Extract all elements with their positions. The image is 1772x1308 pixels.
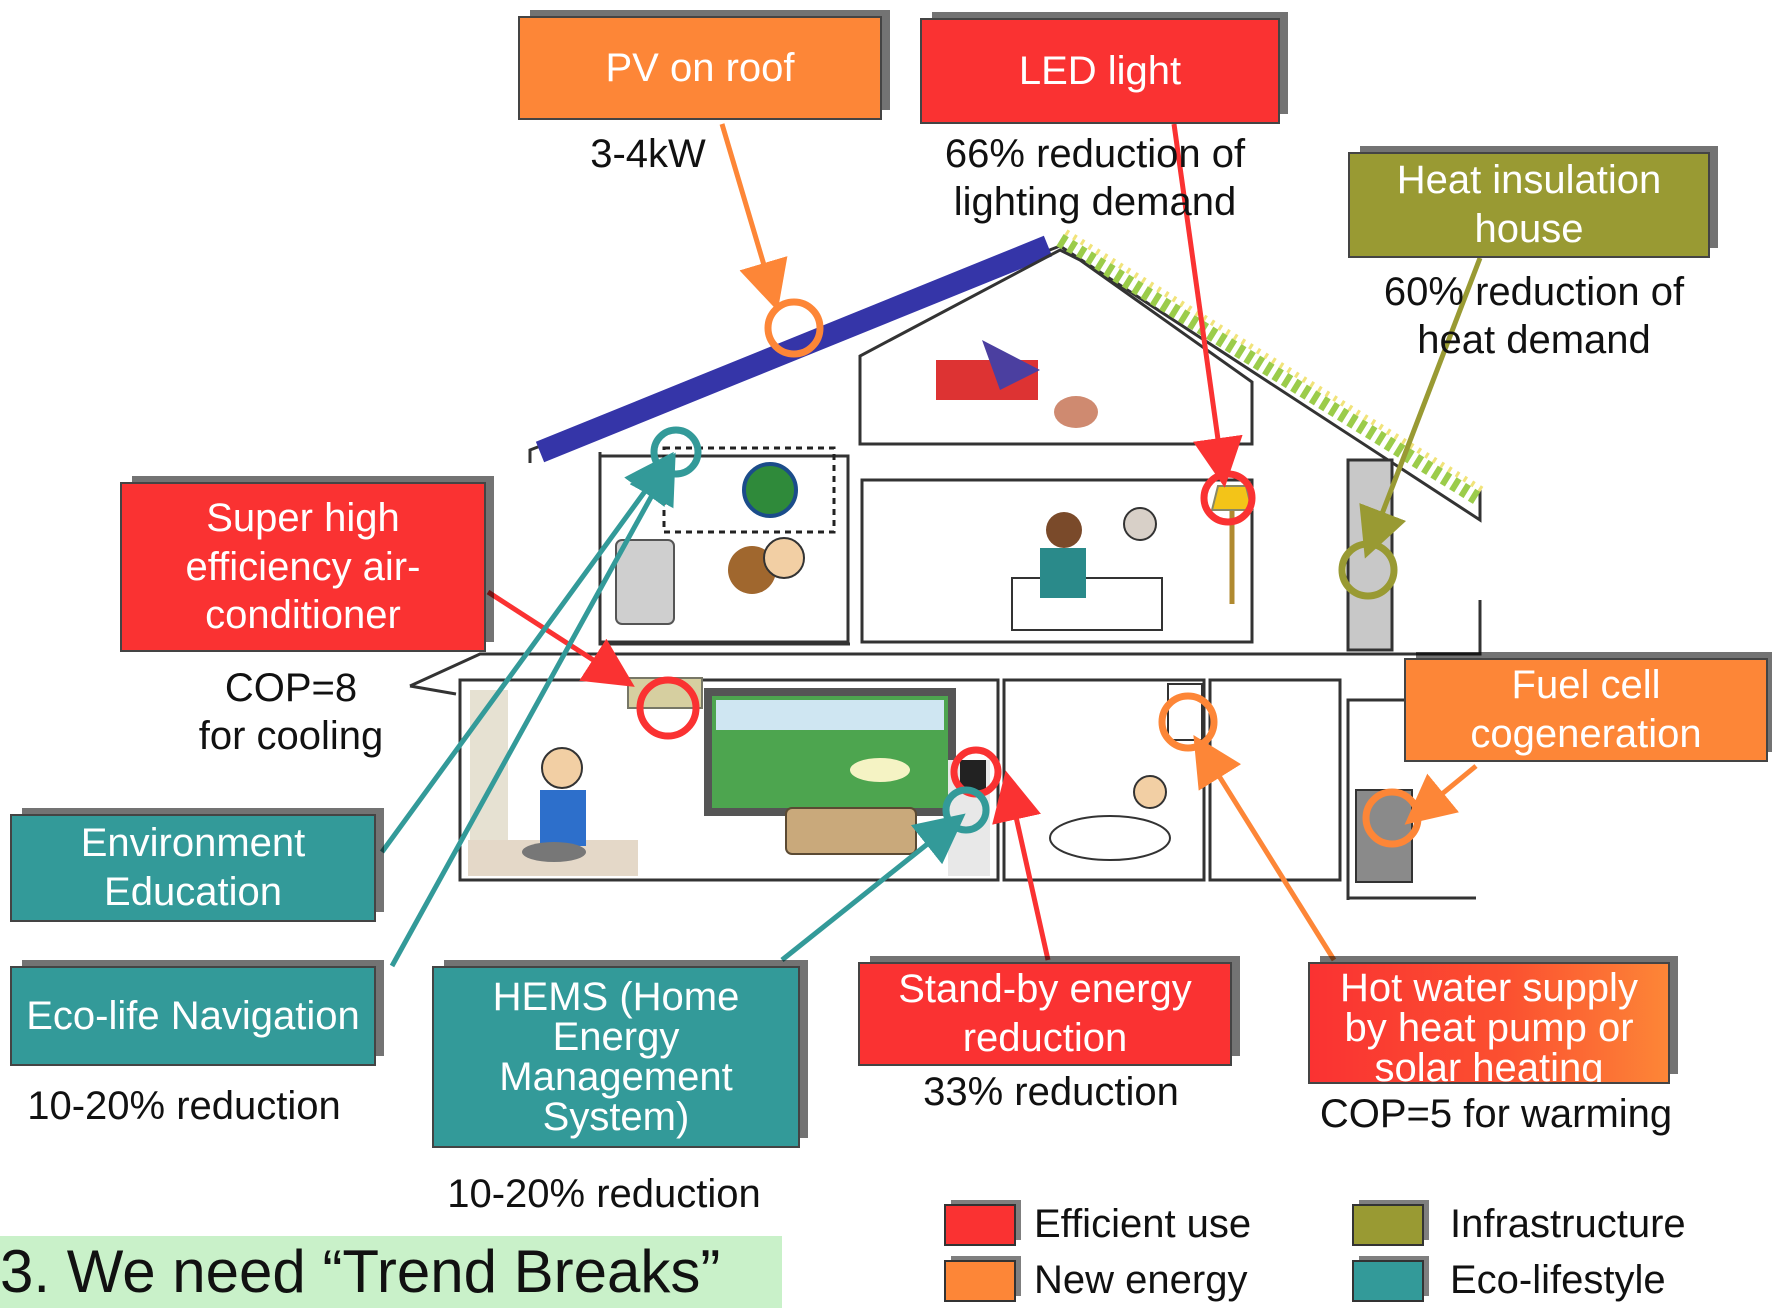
cook-apron — [540, 790, 586, 846]
aircon-note: COP=8 for cooling — [198, 666, 384, 758]
bed — [1011, 577, 1163, 631]
legend-swatch-infrastructure — [1352, 1204, 1424, 1246]
aircon-box: Super high efficiency air- conditioner — [120, 482, 486, 652]
child — [763, 537, 805, 579]
fuel-cell-unit — [1355, 789, 1413, 883]
garden-fountain — [850, 758, 910, 782]
cook-head — [541, 747, 583, 789]
standby-arrow — [992, 770, 1051, 961]
pv-arrow — [719, 123, 788, 312]
env-edu-box: Environment Education — [10, 814, 376, 922]
pv-label: PV on roof — [605, 45, 795, 90]
legend-label-infrastructure: Infrastructure — [1450, 1202, 1686, 1246]
green-roof — [1056, 234, 1484, 506]
aircon-label: Super high efficiency air- conditioner — [185, 495, 421, 638]
standby-box: Stand-by energy reduction — [858, 962, 1232, 1066]
insulation-note: 60% reduction of heat demand — [1383, 270, 1685, 362]
side-room — [1208, 678, 1342, 882]
robot — [615, 539, 675, 625]
wok — [522, 842, 586, 862]
insulation-label: Heat insulation house — [1396, 158, 1662, 251]
legend-label-new-energy: New energy — [1034, 1258, 1248, 1302]
fuelcell-label: Fuel cell cogeneration — [1470, 663, 1702, 756]
standby-note: 33% reduction — [923, 1070, 1179, 1114]
hotwater-box: Hot water supply by heat pump or solar h… — [1308, 962, 1670, 1084]
hems-arrow — [780, 813, 966, 962]
legend-label-efficient: Efficient use — [1034, 1202, 1252, 1246]
insulation-arrow — [1359, 257, 1483, 559]
aircon-circle — [636, 676, 700, 740]
pv-circle — [764, 298, 824, 358]
standby-label: Stand-by energy reduction — [898, 967, 1192, 1060]
bedroom — [860, 478, 1254, 644]
led-label: LED light — [1018, 48, 1182, 93]
hems-note: 10-20% reduction — [447, 1172, 761, 1216]
legend-swatch-new-energy — [944, 1260, 1016, 1302]
hems-box: HEMS (Home Energy Management System) — [432, 966, 800, 1148]
eco-nav-label: Eco-life Navigation — [26, 993, 360, 1038]
hems-circle — [942, 786, 990, 834]
green-roof-flowers — [1064, 229, 1488, 495]
bather — [1133, 775, 1167, 809]
hems-label: HEMS (Home Energy Management System) — [492, 975, 740, 1139]
sofa — [785, 807, 917, 855]
guitar — [1054, 396, 1098, 428]
fuelcell-arrow — [1404, 764, 1478, 825]
floor-line — [409, 600, 1482, 688]
pv-box: PV on roof — [518, 16, 882, 120]
hotwater-circle — [1158, 692, 1218, 752]
attic-room — [858, 248, 1254, 446]
env-edu-label: Environment Education — [80, 821, 306, 914]
eco-nav-note: 10-20% reduction — [27, 1084, 341, 1128]
bath-panel — [1167, 683, 1203, 741]
eco-nav-box: Eco-life Navigation — [10, 966, 376, 1066]
legend-swatch-efficient — [944, 1204, 1016, 1246]
solar-panel — [535, 235, 1053, 463]
bathtub — [1049, 815, 1171, 861]
education-arrow — [379, 451, 674, 854]
led-note: 66% reduction of lighting demand — [944, 132, 1246, 224]
patient — [1123, 507, 1157, 541]
globe — [742, 462, 798, 518]
insulation-box: Heat insulation house — [1348, 152, 1710, 258]
caregiver — [1046, 512, 1082, 548]
aircon-arrow — [486, 589, 635, 687]
callout-arrows — [379, 123, 1483, 968]
footer-title: 3. We need “Trend Breaks” — [0, 1236, 782, 1308]
hotwater-arrow — [1193, 735, 1337, 962]
eco-nav-arrow — [389, 452, 676, 968]
led-arrow — [1171, 123, 1243, 488]
hotwater-label: Hot water supply by heat pump or solar h… — [1340, 966, 1638, 1084]
hotwater-note: COP=5 for warming — [1319, 1092, 1673, 1136]
legend-swatch-eco-lifestyle — [1352, 1260, 1424, 1302]
pv-note: 3-4kW — [590, 132, 706, 176]
legend-label-eco-lifestyle: Eco-lifestyle — [1450, 1258, 1666, 1302]
led-box: LED light — [920, 18, 1280, 124]
fuelcell-box: Fuel cell cogeneration — [1404, 658, 1768, 762]
